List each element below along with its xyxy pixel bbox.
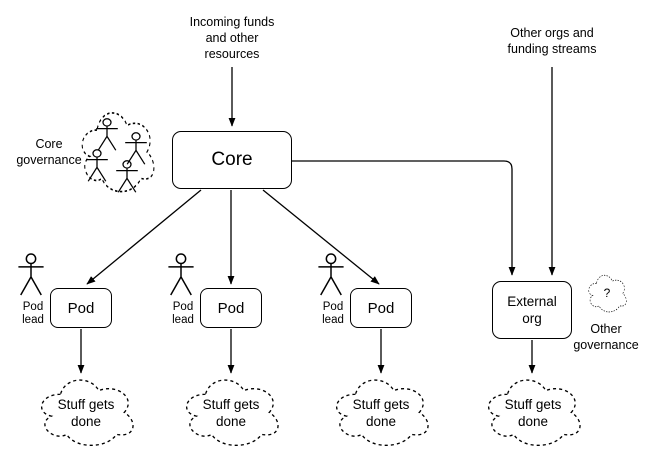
arrow-core-to-external	[292, 160, 516, 276]
pod-lead-3-person-icon	[317, 253, 345, 296]
pod-node-2: Pod	[200, 288, 262, 328]
incoming-funds-label: Incoming funds and other resources	[189, 15, 275, 61]
outcome-label-1: Stuff gets done	[57, 396, 115, 429]
core-governance-label: Core governance	[16, 137, 82, 167]
pod-lead-2-person-icon	[167, 253, 195, 296]
other-orgs-label: Other orgs and funding streams	[507, 26, 597, 56]
pod-lead-1-person-icon	[17, 253, 45, 296]
arrow-core-to-pod1	[86, 189, 202, 285]
pod-node-3: Pod	[350, 288, 412, 328]
outcome-label-2: Stuff gets done	[202, 396, 260, 429]
pod-lead-2-label: Pod lead	[172, 301, 194, 326]
outcome-label-4: Stuff gets done	[504, 396, 562, 429]
arrow-core-to-pod3	[262, 189, 380, 285]
other-governance-question-mark: ?	[603, 286, 611, 300]
external-org-node: External org	[492, 281, 572, 339]
pod-lead-1-label: Pod lead	[22, 301, 44, 326]
pod-lead-3-label: Pod lead	[322, 301, 344, 326]
core-node: Core	[172, 131, 292, 189]
other-governance-label: Other governance	[573, 322, 639, 352]
pod-node-1: Pod	[50, 288, 112, 328]
outcome-label-3: Stuff gets done	[352, 396, 410, 429]
